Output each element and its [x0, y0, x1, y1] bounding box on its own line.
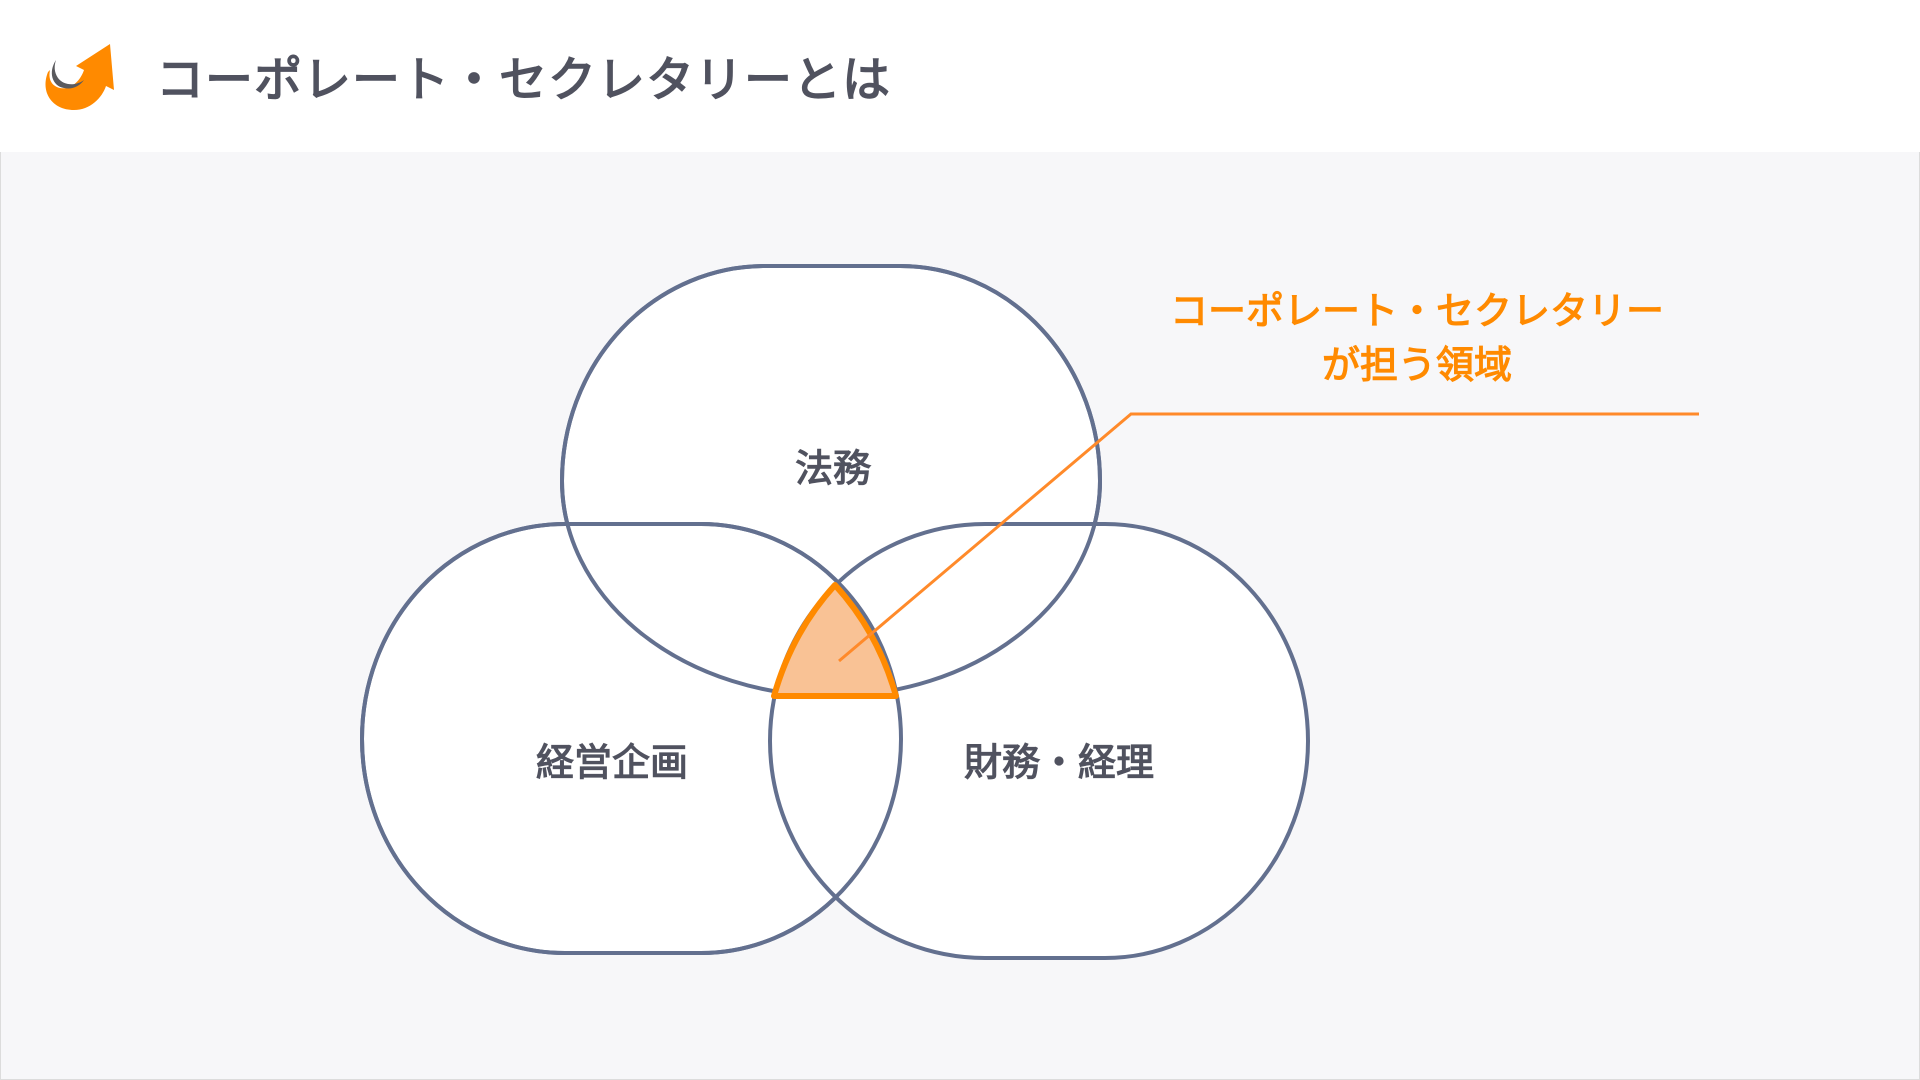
header: コーポレート・セクレタリーとは: [0, 0, 1920, 152]
label-management-planning: 経営企画: [535, 740, 689, 785]
intersection-highlight: [771, 582, 899, 699]
label-finance-accounting: 財務・経理: [963, 740, 1155, 785]
arrow-logo-icon: [45, 44, 114, 110]
label-legal: 法務: [794, 446, 872, 491]
page-title: コーポレート・セクレタリーとは: [156, 52, 892, 108]
callout-text: コーポレート・セクレタリー が担う領域: [1170, 284, 1664, 392]
callout-line-2: が担う領域: [1321, 343, 1513, 387]
callout-leader-line: [838, 412, 1699, 663]
callout-line-1: コーポレート・セクレタリー: [1169, 289, 1665, 333]
